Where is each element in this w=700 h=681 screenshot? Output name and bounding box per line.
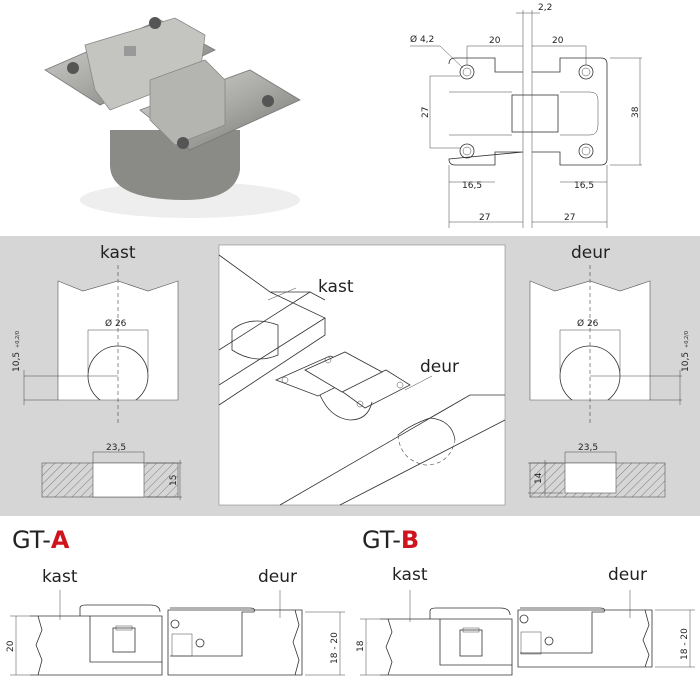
gt-b-deur-thickness: 18 - 20 xyxy=(680,628,690,660)
gt-a-title: GT-A xyxy=(12,526,70,554)
dim-gap: 2,2 xyxy=(538,3,552,13)
dim-right-27: 27 xyxy=(564,213,575,223)
dim-left-20: 20 xyxy=(489,36,501,46)
gt-a-kast-label: kast xyxy=(42,567,78,587)
gt-b-section: GT-B kast deur 18 18 - 20 xyxy=(356,526,695,676)
iso-deur-label: deur xyxy=(420,357,459,377)
kast-tolerance: +0,2/0 xyxy=(15,331,21,348)
hinge-dimension-drawing: 2,2 Ø 4,2 20 20 27 38 16,5 16,5 27 27 xyxy=(410,3,642,228)
dim-height-38: 38 xyxy=(631,106,641,118)
gt-b-kast-label: kast xyxy=(392,565,428,585)
gt-a-section: GT-A kast deur 20 18 - 20 xyxy=(6,526,345,676)
gt-a-kast-thickness: 20 xyxy=(6,640,16,652)
deur-pocket-width: 23,5 xyxy=(578,443,598,453)
dim-left-16-5: 16,5 xyxy=(462,181,482,191)
kast-bore-diameter: Ø 26 xyxy=(105,318,127,329)
dim-hole-diameter: Ø 4,2 xyxy=(410,34,434,45)
brand-logo xyxy=(124,46,136,56)
deur-offset: 10,5 xyxy=(681,352,691,372)
hinge-product-photo xyxy=(44,17,301,218)
dim-right-16-5: 16,5 xyxy=(574,181,594,191)
kast-offset: 10,5 xyxy=(12,352,22,372)
deur-pocket-depth: 14 xyxy=(534,472,544,484)
kast-label: kast xyxy=(100,243,136,263)
gt-a-deur-label: deur xyxy=(258,567,297,587)
hinge-isometric xyxy=(274,351,411,421)
kast-pocket-width: 23,5 xyxy=(106,443,126,453)
deur-label: deur xyxy=(571,243,610,263)
dim-height-27: 27 xyxy=(421,107,431,118)
dim-left-27: 27 xyxy=(479,213,490,223)
gt-b-kast-thickness: 18 xyxy=(356,640,366,652)
deur-tolerance: +0,2/0 xyxy=(684,331,690,348)
gt-b-deur-label: deur xyxy=(608,565,647,585)
deur-bore-diameter: Ø 26 xyxy=(577,318,599,329)
gt-a-deur-thickness: 18 - 20 xyxy=(330,632,340,664)
dim-right-20: 20 xyxy=(552,36,564,46)
gt-b-title: GT-B xyxy=(362,526,419,554)
isometric-mounting-view: kast deur xyxy=(218,244,506,506)
mounting-holes xyxy=(459,64,594,159)
iso-kast-label: kast xyxy=(318,277,354,297)
deur-drilling-detail: deur Ø 26 10,5 +0,2/0 23,5 14 xyxy=(528,243,691,498)
kast-drilling-detail: kast Ø 26 10,5 +0,2/0 23,5 15 xyxy=(12,243,182,500)
kast-pocket-depth: 15 xyxy=(169,475,179,486)
